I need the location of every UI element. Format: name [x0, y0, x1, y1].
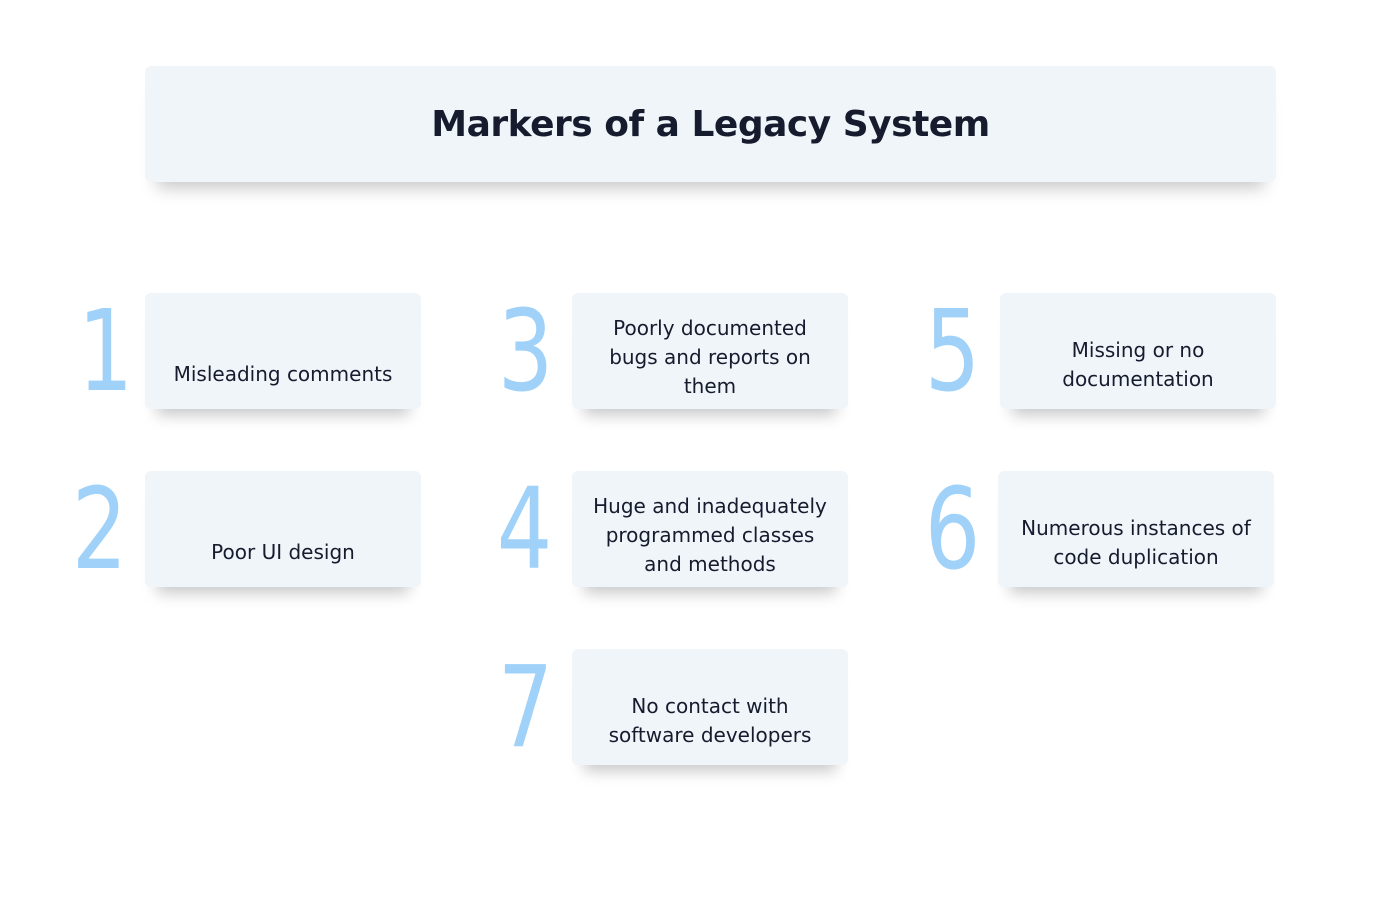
marker-text-1: Misleading comments — [173, 362, 393, 386]
marker-text-2: Poor UI design — [211, 540, 355, 564]
marker-number-7: 7 — [497, 643, 554, 773]
marker-number-5: 5 — [924, 287, 981, 417]
marker-text-6: Numerous instances of code duplication — [1021, 516, 1251, 569]
marker-text-5: Missing or no documentation — [1062, 338, 1214, 391]
marker-number-3: 3 — [497, 287, 554, 417]
marker-number-1: 1 — [77, 287, 134, 417]
marker-card-4: Huge and inadequately programmed classes… — [572, 471, 848, 587]
marker-card-1: Misleading comments — [145, 293, 421, 409]
marker-number-6: 6 — [924, 465, 981, 595]
marker-text-7: No contact with software developers — [608, 694, 812, 747]
marker-card-2: Poor UI design — [145, 471, 421, 587]
marker-card-7: No contact with software developers — [572, 649, 848, 765]
marker-text-4: Huge and inadequately programmed classes… — [593, 494, 827, 576]
marker-number-4: 4 — [496, 465, 553, 595]
marker-card-6: Numerous instances of code duplication — [998, 471, 1274, 587]
title-box: Markers of a Legacy System — [145, 66, 1276, 182]
marker-card-3: Poorly documented bugs and reports on th… — [572, 293, 848, 409]
marker-number-2: 2 — [71, 465, 128, 595]
diagram-title: Markers of a Legacy System — [431, 103, 990, 145]
marker-text-3: Poorly documented bugs and reports on th… — [609, 316, 811, 398]
marker-card-5: Missing or no documentation — [1000, 293, 1276, 409]
